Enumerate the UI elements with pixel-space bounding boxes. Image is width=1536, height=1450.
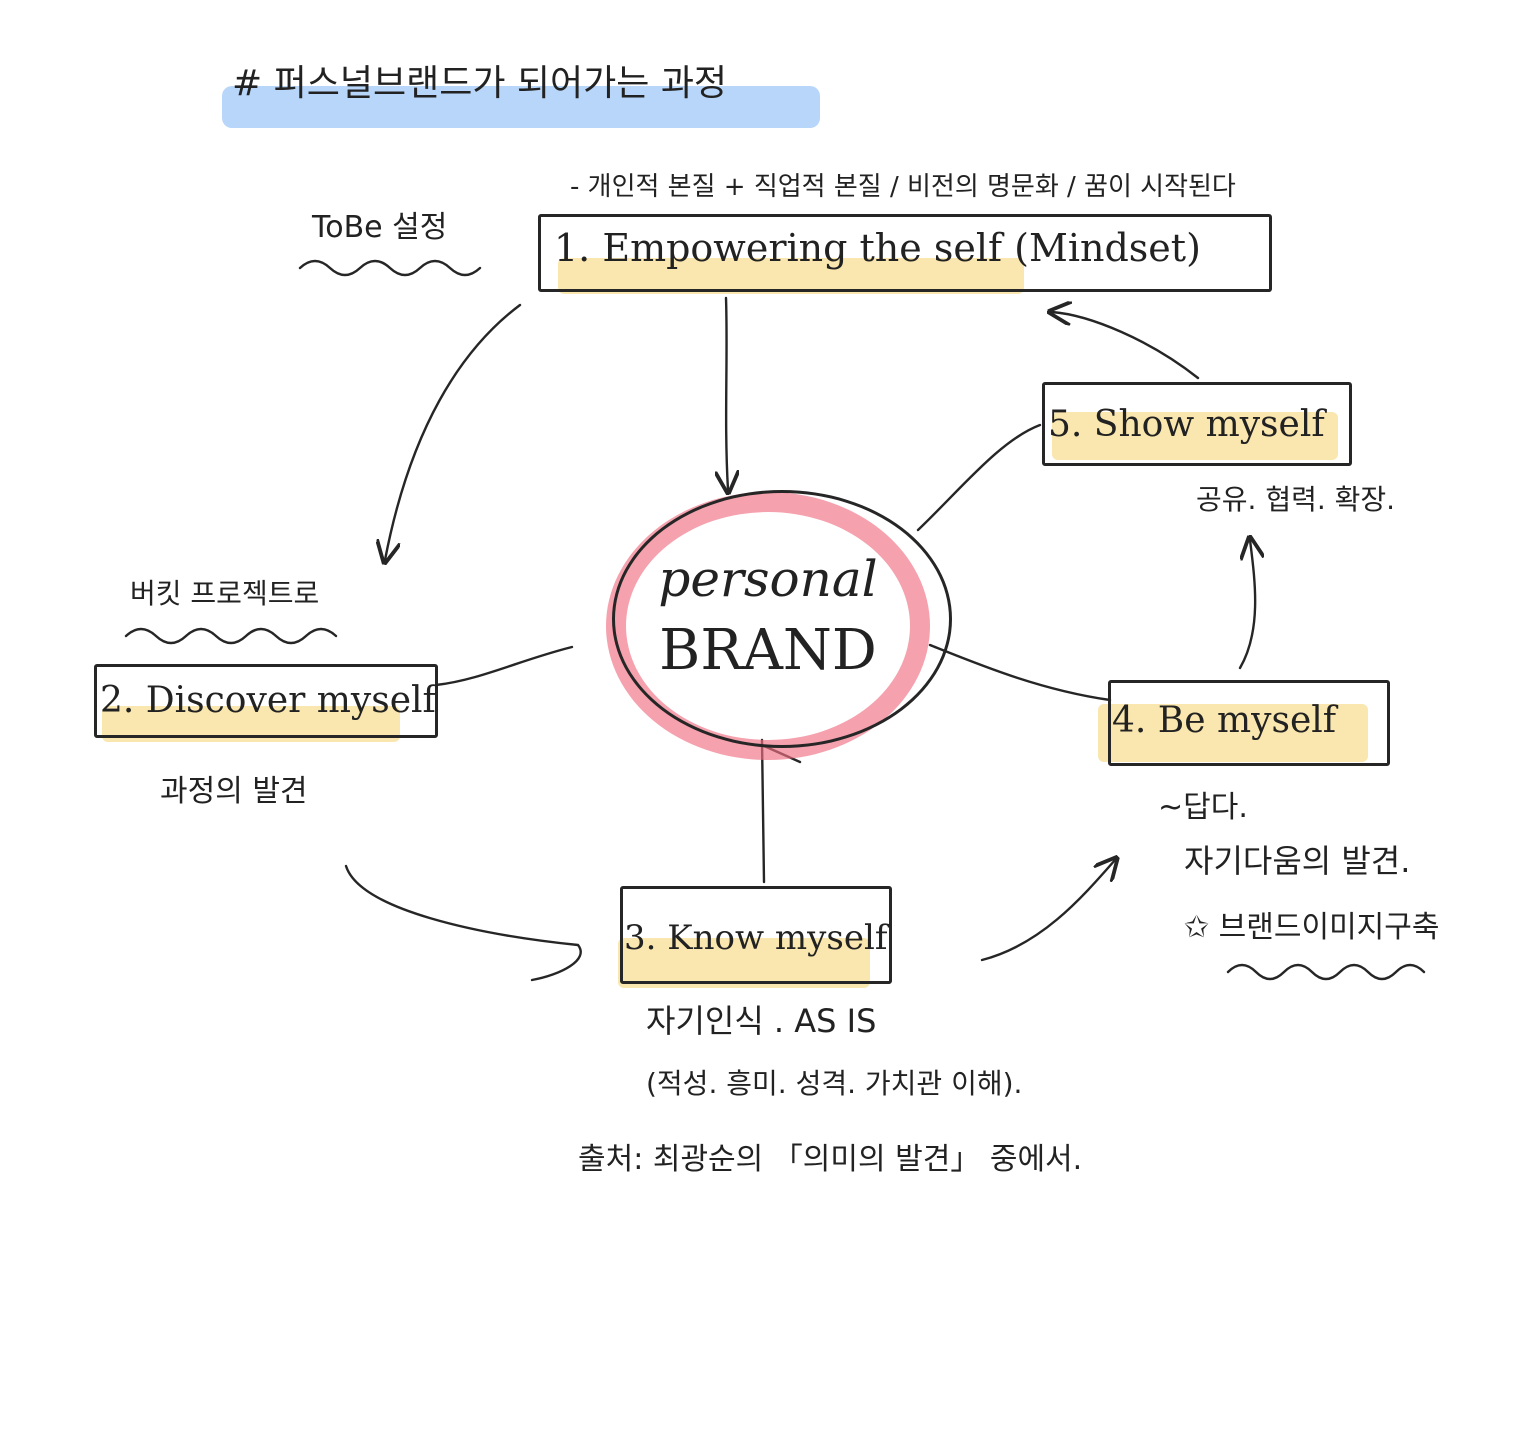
tobe-note: ToBe 설정 — [312, 210, 448, 245]
step3-box — [620, 886, 892, 984]
step1-label: 1. Empowering the self (Mindset) — [554, 226, 1201, 270]
arrow-step5-step1 — [1052, 312, 1200, 380]
connector-center-step5 — [916, 423, 1042, 532]
step5-box — [1042, 382, 1352, 466]
step4-note3: ✩ 브랜드이미지구축 — [1184, 910, 1440, 945]
step4-label: 4. Be myself — [1112, 700, 1337, 741]
step2-label: 2. Discover myself — [100, 680, 436, 721]
step3-note1: 자기인식 . AS IS — [646, 1002, 877, 1040]
arrow-step2-step3 — [344, 864, 582, 982]
arrow-step1-step2 — [385, 303, 522, 560]
step2-note-below: 과정의 발견 — [160, 774, 308, 809]
step4-box — [1108, 680, 1390, 766]
center-line2: BRAND — [659, 618, 877, 683]
brand-image-underline — [1226, 963, 1426, 981]
step4-note1: ~답다. — [1158, 790, 1248, 825]
tobe-underline — [298, 259, 482, 277]
step2-box — [94, 664, 438, 738]
step4-note2: 자기다움의 발견. — [1184, 842, 1411, 880]
personal-brand-circle — [612, 490, 952, 748]
bucket-underline — [124, 627, 338, 645]
connector-center-step3 — [760, 738, 766, 884]
page-title: # 퍼스널브랜드가 되어가는 과정 — [232, 63, 728, 104]
step4-highlight — [1098, 704, 1368, 762]
step1-box — [538, 214, 1272, 292]
step5-highlight — [1052, 412, 1338, 460]
arrow-step3-step4 — [980, 860, 1115, 962]
step2-note-above: 버킷 프로젝트로 — [130, 577, 320, 610]
step5-label: 5. Show myself — [1048, 404, 1325, 445]
connector-center-step2 — [434, 645, 574, 687]
step3-highlight — [618, 938, 870, 988]
subtitle: - 개인적 본질 + 직업적 본질 / 비전의 명문화 / 꿈이 시작된다 — [570, 172, 1236, 202]
step5-note-below: 공유. 협력. 확장. — [1196, 483, 1396, 516]
center-line1: personal — [658, 550, 878, 608]
title-highlight — [222, 86, 820, 128]
source-citation: 출처: 최광순의 「의미의 발견」 중에서. — [578, 1142, 1083, 1177]
connector-step1-center — [726, 296, 728, 490]
connector-center-step4 — [928, 643, 1112, 702]
step1-highlight — [558, 258, 1024, 294]
arrow-step4-step5 — [1240, 540, 1255, 670]
step3-note2: (적성. 흥미. 성격. 가치관 이해). — [646, 1067, 1023, 1100]
step3-label: 3. Know myself — [624, 918, 888, 958]
